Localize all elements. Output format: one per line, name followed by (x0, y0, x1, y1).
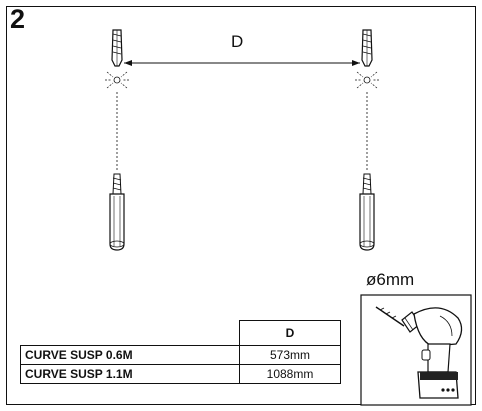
drill-size-label: ø6mm (366, 270, 415, 289)
left-plug-icon (109, 173, 125, 251)
step-number: 2 (10, 4, 26, 34)
right-anchor-icon (361, 29, 373, 67)
right-hole-mark (354, 71, 380, 89)
dimension-label: D (231, 32, 244, 51)
left-hole-mark (104, 71, 130, 89)
table-row: CURVE SUSP 0.6M 573mm (20, 345, 341, 365)
model-distance: 1088mm (239, 364, 341, 384)
spec-table: D CURVE SUSP 0.6M 573mm CURVE SUSP 1.1M … (20, 320, 341, 384)
model-name: CURVE SUSP 0.6M (20, 345, 240, 365)
spec-table-corner (21, 321, 240, 346)
spec-table-header: D (239, 320, 341, 346)
table-row: CURVE SUSP 1.1M 1088mm (20, 364, 341, 384)
left-anchor-icon (111, 29, 123, 67)
spec-table-header-row: D (21, 320, 341, 346)
model-name: CURVE SUSP 1.1M (20, 364, 240, 384)
right-plug-icon (359, 173, 375, 251)
drill-icon (375, 306, 463, 399)
model-distance: 573mm (239, 345, 341, 365)
dimension-arrow (124, 60, 360, 66)
